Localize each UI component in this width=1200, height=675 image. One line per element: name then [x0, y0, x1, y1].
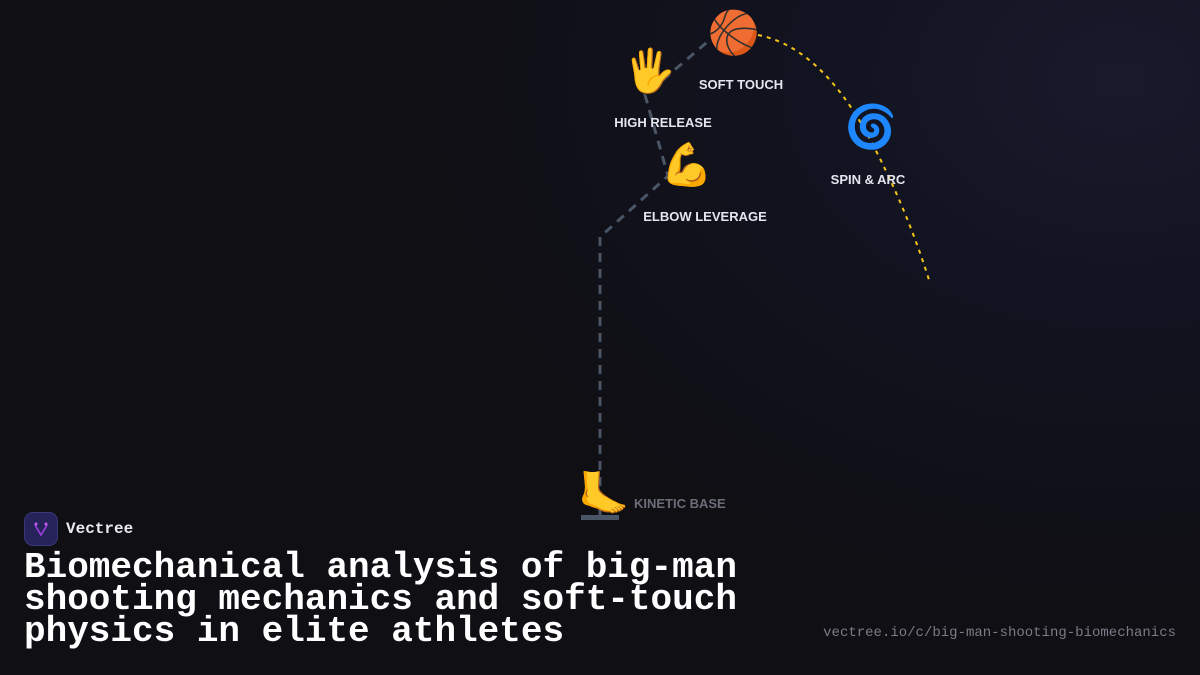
body-kinetic-chain-path	[598, 36, 713, 518]
foot-icon: 🦶	[577, 470, 631, 517]
page-title: Biomechanical analysis of big-man shooti…	[24, 547, 737, 652]
node-label-elbow-leverage: ELBOW LEVERAGE	[643, 209, 767, 224]
source-url: vectree.io/c/big-man-shooting-biomechani…	[823, 625, 1176, 641]
node-label-kinetic-base: KINETIC BASE	[634, 496, 726, 511]
basketball-icon: 🏀	[707, 9, 761, 56]
raised-hand-icon: 🖐️	[623, 47, 677, 94]
node-label-soft-touch: SOFT TOUCH	[698, 77, 784, 92]
flexed-biceps-icon: 💪	[660, 141, 714, 188]
node-label-high-release: HIGH RELEASE	[614, 115, 712, 130]
node-label-spin-arc: SPIN & ARC	[830, 172, 906, 187]
vectree-logo-icon	[24, 512, 58, 546]
brand: Vectree	[24, 512, 133, 546]
ball-arc-path	[757, 34, 931, 284]
brand-name: Vectree	[66, 520, 134, 538]
ground-base	[581, 515, 619, 520]
cyclone-icon: 🌀	[844, 103, 898, 150]
